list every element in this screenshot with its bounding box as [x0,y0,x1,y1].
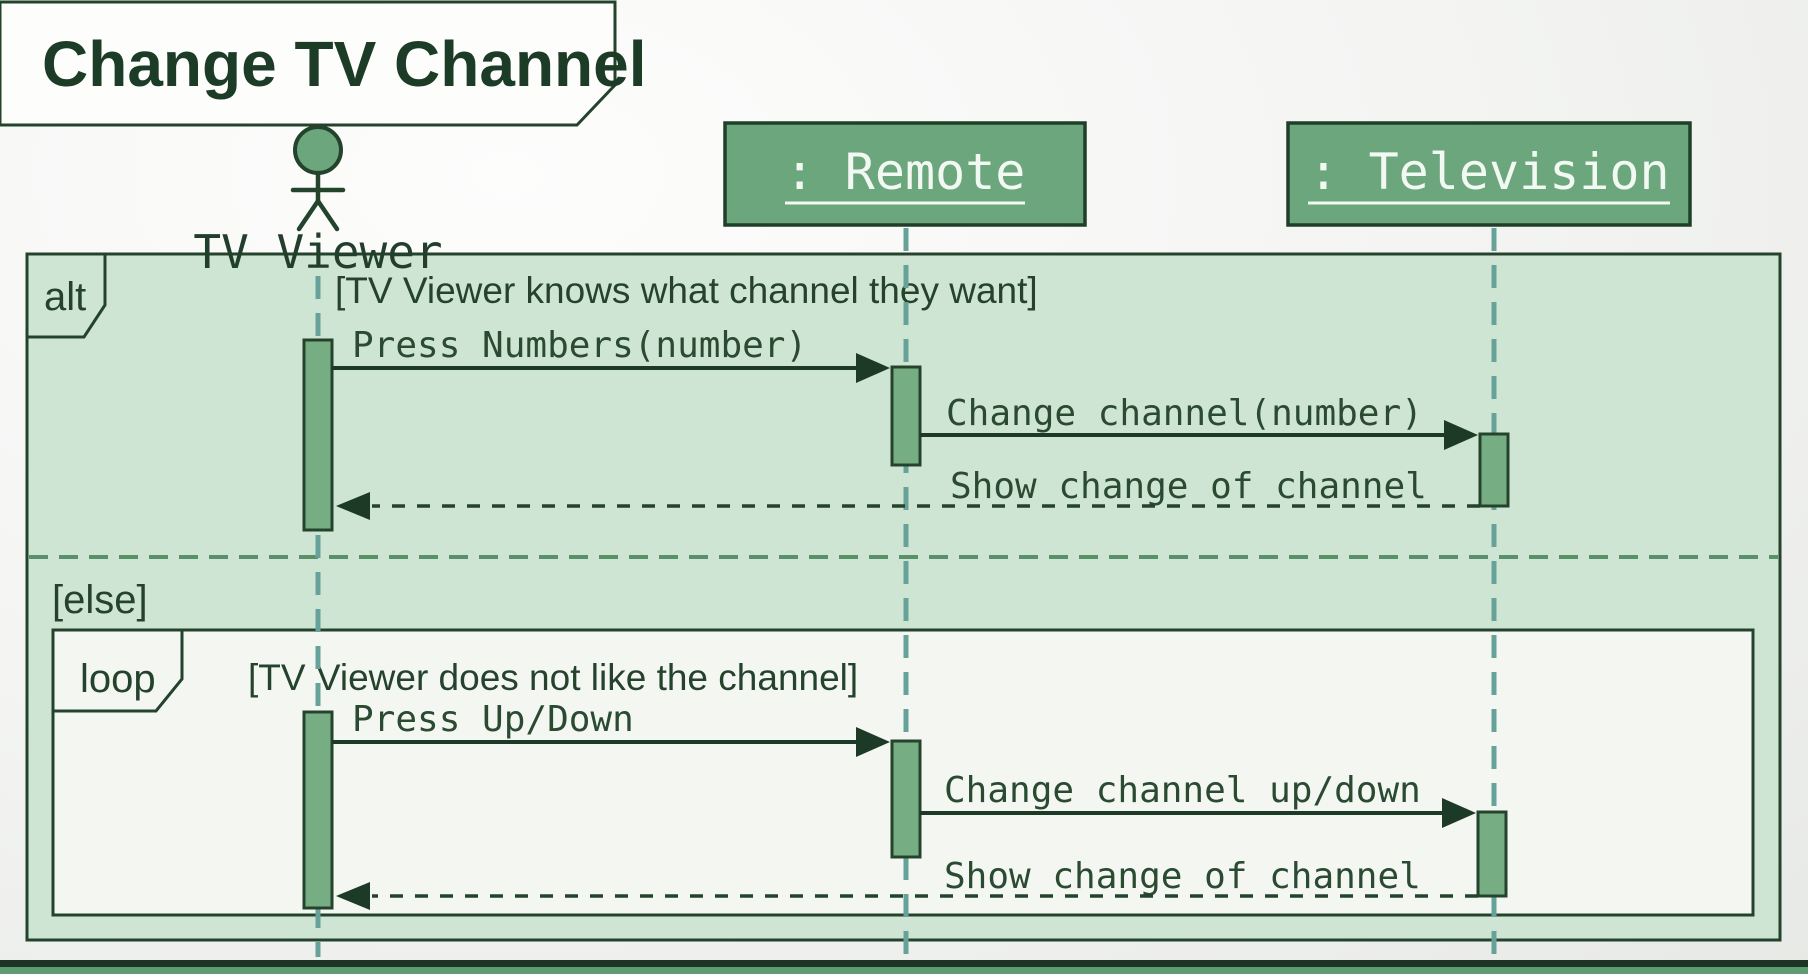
else-label: [else] [52,578,148,622]
activation-tv-viewer-alt [302,338,334,532]
actor-icon [290,125,346,232]
message-show-change-alt: Show change of channel [950,466,1427,507]
activation-remote-loop [890,739,922,859]
alt-guard-text: [TV Viewer knows what channel they want] [335,270,1038,311]
alt-operator-pentagon [25,252,107,339]
arrowhead-show-change-loop [336,882,370,910]
actor-label: TV Viewer [193,225,442,279]
arrowhead-press-updown [856,727,890,757]
arrowhead-change-channel-updown [1442,798,1476,828]
arrowhead-show-change-alt [336,492,370,520]
alt-operator-label: alt [44,275,86,319]
diagram-title-box [0,0,617,127]
activation-tv-viewer-loop [302,710,334,910]
message-press-updown: Press Up/Down [352,699,634,740]
activation-television-alt [1478,432,1510,508]
activation-remote-alt [890,365,922,467]
participant-label-remote: : Remote [785,143,1026,201]
participant-label-television: : Television [1308,143,1669,201]
arrowhead-press-numbers [856,353,890,383]
message-change-channel-updown: Change channel up/down [944,770,1421,811]
loop-operator-label: loop [80,657,156,701]
message-change-channel-number: Change channel(number) [946,393,1423,434]
message-show-change-loop: Show change of channel [944,856,1421,897]
actor-head [293,125,343,175]
bottom-dark-band [0,960,1808,967]
actor-right-leg [315,198,340,232]
participant-box-remote [723,121,1087,227]
loop-guard-text: [TV Viewer does not like the channel] [248,657,858,698]
arrowhead-change-channel-number [1444,420,1478,450]
activation-television-loop [1476,810,1508,898]
bottom-green-band [0,967,1808,974]
loop-operator-pentagon [51,628,184,713]
diagram-title: Change TV Channel [42,28,647,100]
actor-left-leg [296,198,321,232]
participant-box-television [1286,121,1692,227]
message-press-numbers: Press Numbers(number) [352,325,807,366]
